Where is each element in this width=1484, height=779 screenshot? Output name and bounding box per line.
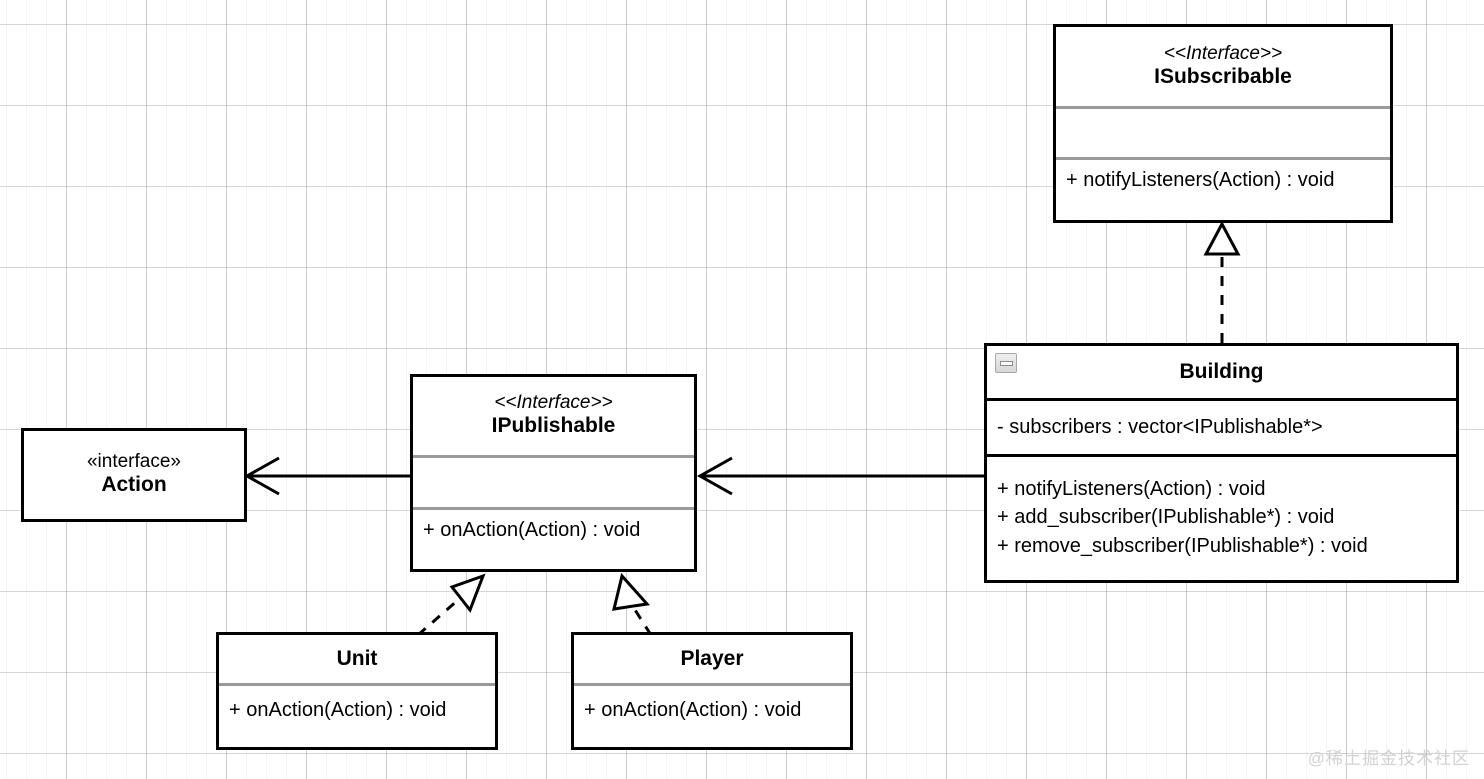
ipublishable-methods: + onAction(Action) : void [413,507,694,569]
unit-method-0: + onAction(Action) : void [229,699,447,721]
class-box-unit[interactable]: Unit + onAction(Action) : void [216,632,498,750]
building-methods: + notifyListeners(Action) : void + add_s… [987,454,1456,580]
connector-building-realizes-isubscribable [1203,220,1241,343]
building-name: Building [1179,359,1264,383]
isubscribable-stereotype: <<Interface>> [1163,42,1283,64]
building-attribute-0: - subscribers : vector<IPublishable*> [997,416,1323,439]
connector-player-realizes-ipublishable [612,572,653,636]
isubscribable-name: ISubscribable [1154,64,1292,88]
action-name: Action [101,473,167,497]
class-box-player[interactable]: Player + onAction(Action) : void [571,632,853,750]
ipublishable-header: <<Interface>> IPublishable [413,377,694,455]
class-box-action[interactable]: «interface» Action [21,428,247,522]
ipublishable-name: IPublishable [491,414,616,438]
ipublishable-stereotype: <<Interface>> [494,392,613,414]
action-stereotype: «interface» [86,451,181,473]
building-method-0: + notifyListeners(Action) : void [997,478,1266,500]
ipublishable-attributes [413,455,694,507]
building-header: Building [987,346,1456,398]
class-box-ipublishable[interactable]: <<Interface>> IPublishable + onAction(Ac… [410,374,697,572]
player-methods: + onAction(Action) : void [574,683,850,747]
unit-methods: + onAction(Action) : void [219,683,495,747]
connector-unit-realizes-ipublishable [417,573,486,637]
collapse-minus-icon[interactable] [995,353,1017,373]
unit-header: Unit [219,635,495,683]
building-attributes: - subscribers : vector<IPublishable*> [987,398,1456,454]
unit-name: Unit [336,646,378,670]
connector-building-uses-ipublishable [696,456,984,496]
isubscribable-attributes [1056,106,1390,157]
isubscribable-methods: + notifyListeners(Action) : void [1056,157,1390,220]
player-method-0: + onAction(Action) : void [584,699,802,721]
class-box-building[interactable]: Building - subscribers : vector<IPublish… [984,343,1459,583]
player-name: Player [680,646,744,670]
watermark: @稀土掘金技术社区 [1307,749,1470,768]
ipublishable-method-0: + onAction(Action) : void [423,519,641,541]
building-method-1: + add_subscriber(IPublishable*) : void [997,506,1335,529]
action-header: «interface» Action [24,431,244,519]
isubscribable-method-0: + notifyListeners(Action) : void [1066,169,1335,191]
isubscribable-header: <<Interface>> ISubscribable [1056,27,1390,106]
player-header: Player [574,635,850,683]
building-method-2: + remove_subscriber(IPublishable*) : voi… [997,534,1368,557]
connector-ipublishable-uses-action [243,456,410,496]
class-box-isubscribable[interactable]: <<Interface>> ISubscribable + notifyList… [1053,24,1393,223]
